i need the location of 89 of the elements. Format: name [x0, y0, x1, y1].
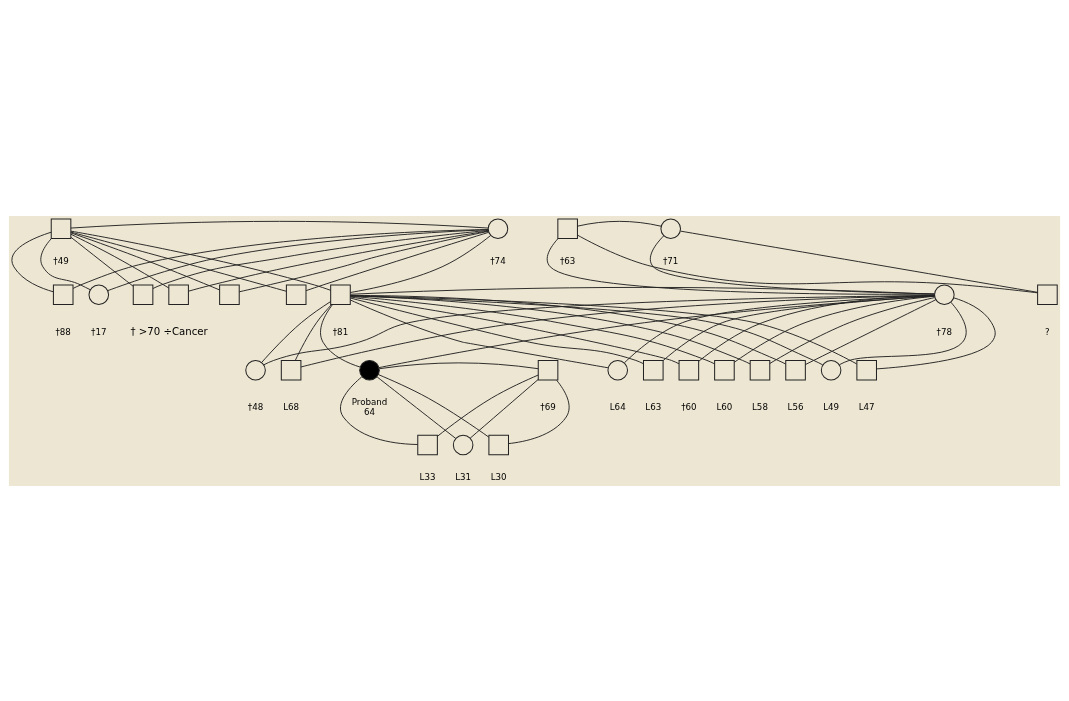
node-box — [132, 283, 154, 305]
label: † >70 ÷Cancer — [130, 325, 208, 337]
node-label: L58 — [752, 401, 768, 412]
connector — [11, 231, 54, 292]
connector — [320, 303, 361, 368]
node-label: †17 — [91, 326, 107, 337]
connector — [733, 295, 936, 363]
node-label: †49 — [53, 255, 69, 266]
connector — [649, 234, 935, 294]
node-box — [219, 283, 240, 305]
connector — [378, 373, 490, 438]
node-circle — [607, 359, 629, 381]
connector — [70, 230, 332, 291]
node-label: 64 — [363, 406, 376, 417]
connector — [70, 233, 170, 288]
node-box — [678, 359, 700, 381]
node-box — [537, 359, 559, 381]
node-box — [749, 359, 771, 381]
node-label: †74 — [490, 255, 506, 266]
connector — [305, 231, 490, 291]
connector — [349, 234, 491, 293]
node-label: †69 — [540, 401, 556, 412]
connector — [40, 237, 91, 290]
node-circle — [245, 359, 266, 381]
node-circle — [660, 217, 681, 239]
node-box — [643, 359, 664, 381]
connector — [679, 230, 1038, 293]
node-label: L56 — [787, 401, 804, 412]
node-circle — [452, 434, 474, 455]
node-label: †71 — [663, 255, 679, 266]
node-label: L30 — [490, 471, 507, 482]
connector — [70, 231, 220, 290]
connector — [876, 296, 996, 369]
connector — [340, 375, 419, 445]
node-box — [417, 434, 438, 455]
node-box — [856, 359, 877, 381]
node-box — [785, 359, 806, 381]
node-circle — [934, 283, 955, 305]
connector — [436, 374, 539, 437]
node-box — [168, 283, 189, 305]
connector — [70, 231, 287, 292]
connector — [662, 295, 935, 361]
node-label: Proband — [351, 396, 388, 407]
connector — [70, 220, 489, 229]
node-box — [714, 359, 735, 381]
connector — [294, 303, 332, 361]
node-box — [52, 283, 74, 305]
node-label: L64 — [609, 401, 626, 412]
connector — [70, 236, 134, 287]
connector — [376, 376, 457, 439]
node-circle — [88, 283, 110, 305]
node-box — [488, 434, 509, 455]
node-box — [330, 283, 351, 305]
node-label: †48 — [247, 401, 264, 412]
connector — [838, 301, 967, 365]
connector — [238, 230, 489, 292]
node-label: L31 — [455, 471, 472, 482]
node-box — [280, 359, 302, 381]
node-label: L49 — [823, 401, 840, 412]
connector — [349, 299, 609, 368]
node-box — [285, 283, 307, 305]
connector — [350, 286, 935, 295]
connector — [577, 220, 662, 227]
node-label: L63 — [645, 401, 662, 412]
node-label: †78 — [936, 326, 953, 337]
node-box — [1037, 283, 1058, 305]
node-label: †63 — [559, 255, 576, 266]
connector — [769, 296, 936, 364]
connector — [469, 378, 539, 439]
node-label: †60 — [681, 401, 697, 412]
node-box — [557, 217, 578, 239]
node-box — [50, 217, 72, 239]
connector — [698, 294, 935, 362]
node-circle — [359, 359, 380, 381]
connector — [508, 379, 570, 444]
connector — [624, 294, 935, 363]
node-label: L60 — [716, 401, 733, 412]
node-label: L47 — [858, 401, 875, 412]
connector — [805, 298, 937, 365]
connector — [261, 300, 331, 363]
node-circle — [820, 359, 842, 381]
node-label: ? — [1045, 326, 1050, 337]
connector — [378, 361, 539, 369]
node-label: †81 — [332, 326, 349, 337]
node-label: †88 — [55, 326, 71, 337]
node-label: L33 — [419, 471, 436, 482]
connector — [577, 234, 1038, 293]
node-label: L68 — [283, 401, 300, 412]
node-circle — [487, 217, 509, 239]
